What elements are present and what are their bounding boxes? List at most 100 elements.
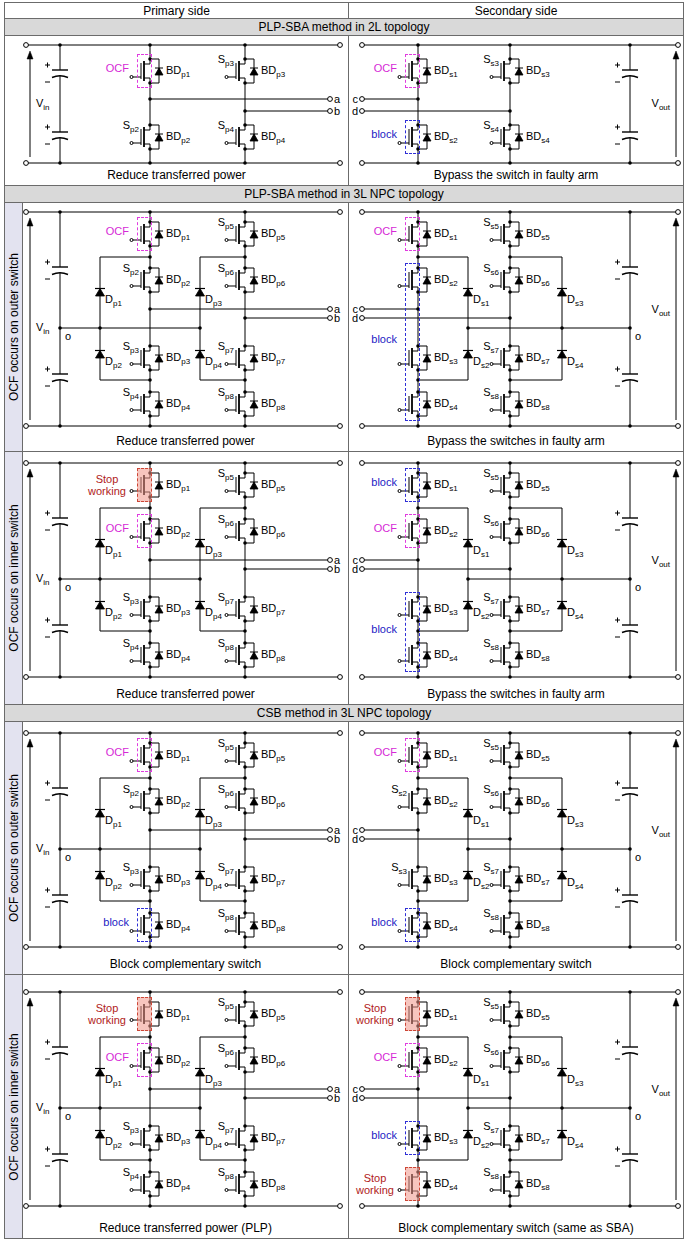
mosfet-channel <box>503 1050 505 1070</box>
label-main: BD <box>261 1131 276 1143</box>
label-subscript: p3 <box>225 59 234 68</box>
terminal <box>328 316 333 321</box>
junction-dot <box>628 577 632 581</box>
component-label: Dp1 <box>105 293 122 307</box>
label-main: D <box>205 1135 213 1147</box>
wire <box>26 45 340 46</box>
diode-bar <box>557 1068 567 1069</box>
body-diode <box>155 652 163 659</box>
clamp-diode <box>96 1069 105 1077</box>
mosfet-channel <box>503 127 505 147</box>
terminal <box>24 43 29 48</box>
terminal <box>338 424 343 429</box>
label-main: BD <box>261 351 276 363</box>
terminal <box>24 731 29 736</box>
terminal <box>328 307 333 312</box>
junction-dot <box>243 147 247 151</box>
label-main: D <box>105 293 113 305</box>
junction-dot <box>243 665 247 669</box>
junction-dot <box>416 210 420 214</box>
marker-text: block <box>371 1129 397 1141</box>
body-diode <box>515 752 523 759</box>
component-label: Ss3 <box>391 861 407 875</box>
label-main: o <box>635 330 641 342</box>
junction-dot <box>416 424 420 428</box>
capacitor-plate <box>622 273 638 275</box>
component-label: Ss5 <box>483 996 499 1010</box>
label-subscript: p1 <box>113 550 122 559</box>
gate-terminal <box>130 806 133 809</box>
label-subscript: s1 <box>449 754 457 763</box>
terminal <box>328 837 333 842</box>
junction-dot <box>243 1035 247 1039</box>
component-label: Sp7 <box>218 591 234 605</box>
component-label: o <box>65 330 71 342</box>
junction-dot <box>416 811 420 815</box>
label-main: o <box>65 330 71 342</box>
wire <box>418 1037 468 1038</box>
label-subscript: s7 <box>491 867 499 876</box>
label-main: BD <box>526 1131 541 1143</box>
junction-dot <box>148 290 152 294</box>
body-diode <box>515 277 523 284</box>
label-main: S <box>218 861 225 873</box>
circuit-panel: Stop workingOCFblockStop workingBlock co… <box>348 974 684 1239</box>
label-main: S <box>483 262 490 274</box>
junction-dot <box>243 290 247 294</box>
junction-dot <box>243 220 247 224</box>
wire <box>418 816 419 864</box>
junction-dot <box>628 326 632 330</box>
gate-terminal <box>398 363 401 366</box>
terminal <box>328 558 333 563</box>
mosfet-channel <box>238 1174 240 1194</box>
junction-dot <box>58 847 62 851</box>
fault-marker: block <box>405 120 420 154</box>
fault-marker: OCF <box>137 1043 152 1077</box>
mosfet-channel <box>143 1050 145 1070</box>
fault-marker: OCF <box>405 514 420 548</box>
clamp-diode <box>196 602 205 610</box>
junction-dot <box>148 161 152 165</box>
label-main: D <box>105 1073 113 1085</box>
polarity-sign <box>615 1040 620 1060</box>
component-label: Ds2 <box>473 1135 489 1149</box>
label-subscript: p4 <box>181 654 190 663</box>
gate-terminal <box>490 409 493 412</box>
capacitor-plate <box>52 631 68 633</box>
wire <box>362 1089 418 1090</box>
gate-terminal <box>490 1189 493 1192</box>
label-main: BD <box>166 397 181 409</box>
component-label: BDp3 <box>166 872 190 886</box>
label-main: BD <box>526 1177 541 1189</box>
label-main: BD <box>261 872 276 884</box>
junction-dot <box>58 326 62 330</box>
component-label: BDp6 <box>261 794 285 808</box>
wire <box>630 380 631 426</box>
junction-dot <box>148 461 152 465</box>
body-diode <box>250 922 258 929</box>
body-diode <box>155 528 163 535</box>
component-label: Sp8 <box>218 386 234 400</box>
diode-bar <box>463 809 473 810</box>
body-diode <box>250 355 258 362</box>
junction-dot <box>148 1170 152 1174</box>
component-label: BDs4 <box>434 397 458 411</box>
junction-dot <box>508 210 512 214</box>
wire <box>60 463 61 518</box>
terminal <box>24 210 29 215</box>
wire <box>676 57 677 157</box>
capacitor-plate <box>622 373 638 374</box>
label-main: BD <box>434 648 449 660</box>
gate-terminal <box>130 1019 133 1022</box>
polarity-sign <box>615 511 620 531</box>
body-diode <box>250 752 258 759</box>
label-main: D <box>205 876 213 888</box>
component-label: Vin <box>36 572 50 586</box>
terminal <box>338 210 343 215</box>
label-main: S <box>218 340 225 352</box>
component-label: BDs7 <box>526 872 550 886</box>
clamp-diode <box>464 872 473 880</box>
wire <box>630 631 631 677</box>
wire <box>200 257 201 380</box>
polarity-sign <box>615 618 620 638</box>
